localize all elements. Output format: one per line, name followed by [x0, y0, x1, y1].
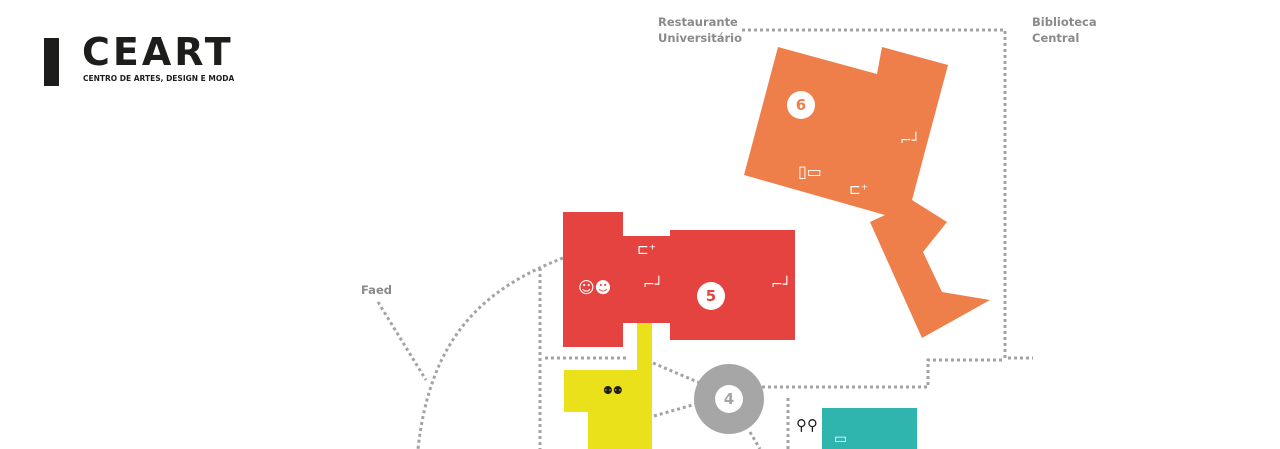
accessible-restroom-icon: ⊏⁺: [849, 182, 869, 198]
label-faed[interactable]: Faed: [361, 283, 392, 297]
stairs-icon: ⌐┘: [900, 133, 921, 149]
logo-subtitle: CENTRO DE ARTES, DESIGN E MODA: [83, 74, 235, 83]
stairs-icon: ⌐┘: [643, 277, 664, 293]
path-yellow-4-b: [653, 402, 697, 418]
path-restaurante-biblioteca: [742, 28, 1033, 360]
computer-icon: ▭: [834, 431, 848, 447]
path-yellow-4-a: [652, 361, 701, 385]
building-teal[interactable]: [822, 408, 917, 449]
label-restaurante[interactable]: Restaurante Universitário: [658, 15, 742, 45]
building-5[interactable]: [563, 212, 795, 347]
path-4-south: [748, 431, 762, 449]
bicycle-icon: ⚲⚲: [796, 416, 818, 434]
path-faed: [376, 301, 428, 381]
paths: [376, 28, 1033, 449]
path-curve: [416, 256, 564, 449]
theater-masks-icon: ☺☻: [578, 278, 612, 297]
label-biblioteca[interactable]: Biblioteca Central: [1032, 15, 1097, 45]
building-6[interactable]: [744, 47, 990, 338]
building-4-number[interactable]: 4: [715, 385, 743, 413]
stairs-icon: ⌐┘: [771, 277, 792, 293]
path-4-east: [762, 358, 1005, 389]
building-5-number[interactable]: 5: [697, 282, 725, 310]
logo-bar: [44, 38, 59, 86]
pg-meeting-icon: ⚉⚉: [603, 384, 623, 397]
logo-wordmark: CEART: [82, 30, 234, 74]
accessible-restroom-icon: ⊏⁺: [637, 242, 657, 258]
building-6-number[interactable]: 6: [787, 91, 815, 119]
computer-icon: ▯▭: [798, 162, 822, 181]
building-yellow[interactable]: [564, 323, 652, 449]
